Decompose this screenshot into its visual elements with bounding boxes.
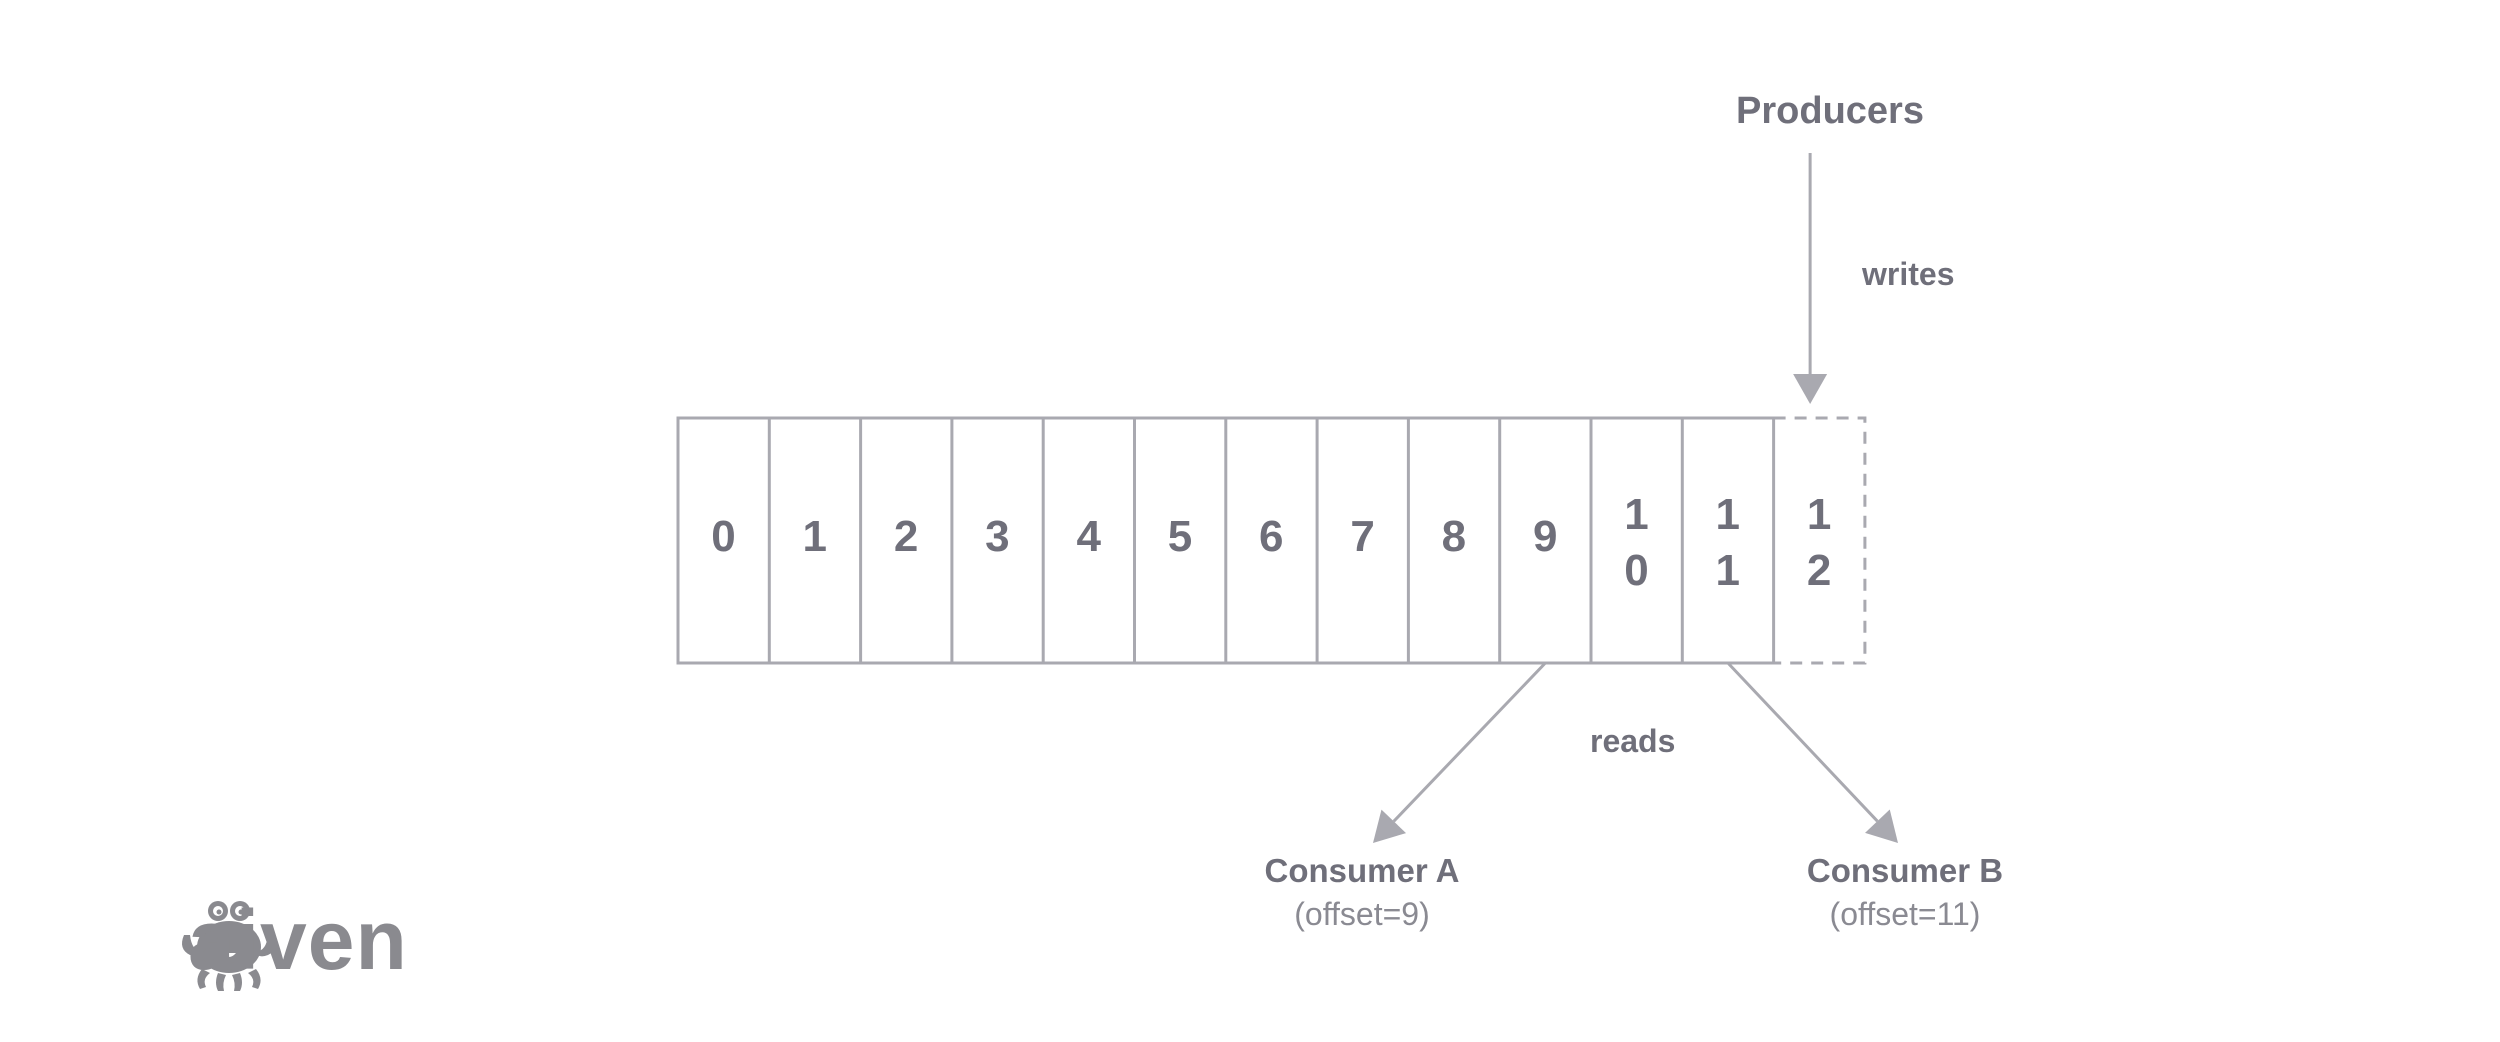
log-cell-9: 9 <box>1532 512 1558 561</box>
writes-label: writes <box>1862 256 1955 292</box>
pending-cell-outline <box>1773 416 1867 665</box>
crab-icon <box>182 901 276 991</box>
log-cell-3: 3 <box>985 512 1010 561</box>
writes-arrow <box>1793 153 1828 404</box>
reads-arrow-consumer-b <box>1726 661 1898 843</box>
log-cell-5: 5 <box>1167 512 1193 561</box>
reads-label: reads <box>1590 723 1676 759</box>
log-cell-0: 0 <box>711 512 736 561</box>
log-cell-8: 8 <box>1441 512 1467 561</box>
log-cell-1: 1 <box>802 512 828 561</box>
log-cell-7: 7 <box>1350 512 1375 561</box>
producers-label: Producers <box>1736 90 1924 132</box>
log-cell-4: 4 <box>1076 512 1101 561</box>
consumer-a-offset: (offset=9) <box>1294 896 1430 932</box>
consumer-a-name: Consumer A <box>1264 852 1460 889</box>
log-cells <box>676 416 1867 665</box>
log-cell-6: 6 <box>1259 512 1284 561</box>
brand-wordmark: aiven <box>188 893 408 987</box>
log-cell-2: 2 <box>893 512 919 561</box>
reads-arrow-consumer-a <box>1373 661 1547 843</box>
consumer-b-name: Consumer B <box>1806 852 2004 889</box>
arrows <box>1373 153 1898 843</box>
consumer-b-offset: (offset=11) <box>1829 896 1981 932</box>
